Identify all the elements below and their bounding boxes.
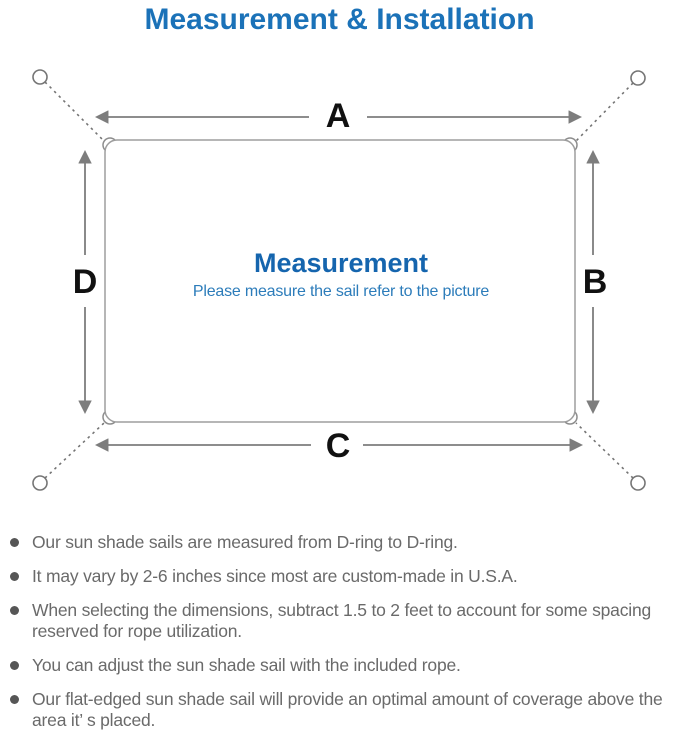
anchor-rope-lines [44, 81, 634, 479]
note-item: It may vary by 2-6 inches since most are… [0, 566, 671, 587]
note-item: Our flat-edged sun shade sail will provi… [0, 689, 671, 731]
note-text: It may vary by 2-6 inches since most are… [32, 566, 518, 586]
page-title: Measurement & Installation [144, 3, 535, 36]
dimension-label-c: C [326, 427, 351, 465]
note-text: Our flat-edged sun shade sail will provi… [32, 689, 663, 730]
anchor-ring-bottom-left [32, 475, 48, 491]
anchor-ring-top-left [32, 69, 48, 85]
note-text: Our sun shade sails are measured from D-… [32, 532, 458, 552]
anchor-rings [32, 69, 646, 491]
sail-measurement-figure: A B C D Measurement Please measure the s… [32, 69, 646, 491]
dimension-label-d: D [73, 263, 98, 301]
note-text: When selecting the dimensions, subtract … [32, 600, 652, 641]
measurement-diagram: A B C D Measurement Please measure the s… [0, 55, 679, 515]
note-item: You can adjust the sun shade sail with t… [0, 655, 671, 676]
anchor-ring-top-right [630, 70, 646, 86]
note-text: You can adjust the sun shade sail with t… [32, 655, 461, 675]
dimension-label-b: B [583, 263, 608, 301]
center-heading: Measurement [254, 248, 428, 278]
note-item: Our sun shade sails are measured from D-… [0, 532, 671, 553]
center-subheading: Please measure the sail refer to the pic… [193, 283, 490, 300]
anchor-ring-bottom-right [630, 475, 646, 491]
sail-outline [104, 139, 576, 423]
dimension-label-a: A [326, 97, 351, 135]
measurement-notes-list: Our sun shade sails are measured from D-… [0, 515, 679, 731]
note-item: When selecting the dimensions, subtract … [0, 600, 671, 642]
dimension-arrows [78, 110, 600, 452]
